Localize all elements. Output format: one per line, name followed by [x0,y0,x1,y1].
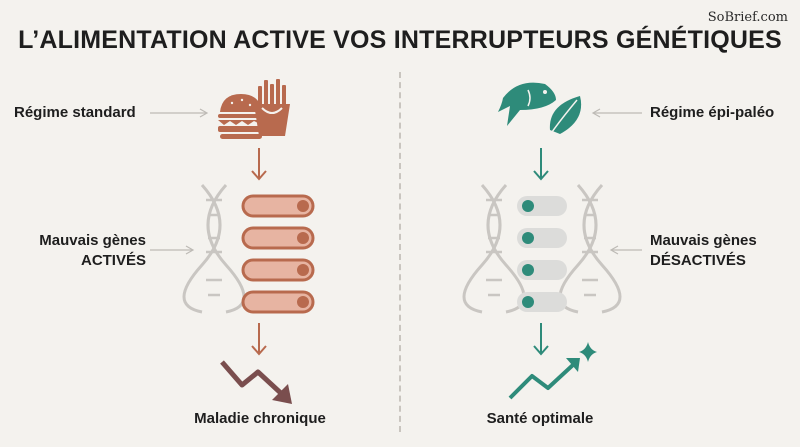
fish-leaf-icon [498,82,582,134]
arrow-down-left-2 [251,323,267,356]
dna-helix-right-inner [462,183,526,314]
watermark: SoBrief.com [707,10,788,25]
epi-paleo-diet-label: Régime épi-paléo [650,104,775,121]
bad-genes-activated-label: Mauvais gènes ACTIVÉS [39,232,146,269]
gene-switch-on-1 [241,194,315,218]
arrow-down-right-2 [533,323,549,356]
dna-helix-right-outer [558,183,622,314]
page-title: L’ALIMENTATION ACTIVE VOS INTERRUPTEURS … [18,26,782,54]
connector-bad-genes-left [150,245,195,255]
gene-switch-on-3 [241,258,315,282]
gene-switch-off-2 [517,228,567,248]
gene-switch-off-4 [517,292,567,312]
connector-epi-paleo [591,108,642,118]
bad-genes-deactivated-label: Mauvais gènes DÉSACTIVÉS [650,232,757,269]
dna-helix-left [182,183,246,314]
gene-switch-off-3 [517,260,567,280]
arrow-down-left-1 [251,148,267,181]
standard-diet-label: Régime standard [14,104,136,121]
burger-fries-icon [218,79,290,139]
arrow-down-right-1 [533,148,549,181]
gene-switch-on-4 [241,290,315,314]
chronic-disease-label: Maladie chronique [194,410,326,427]
sparkle-icon [579,342,597,362]
connector-standard-diet [150,108,209,118]
gene-switch-on-2 [241,226,315,250]
trend-down-arrow-icon [220,360,292,404]
connector-bad-genes-right [609,245,642,255]
gene-switch-off-1 [517,196,567,216]
optimal-health-label: Santé optimale [486,410,594,427]
center-divider [399,72,401,432]
trend-up-arrow-icon [508,358,580,400]
